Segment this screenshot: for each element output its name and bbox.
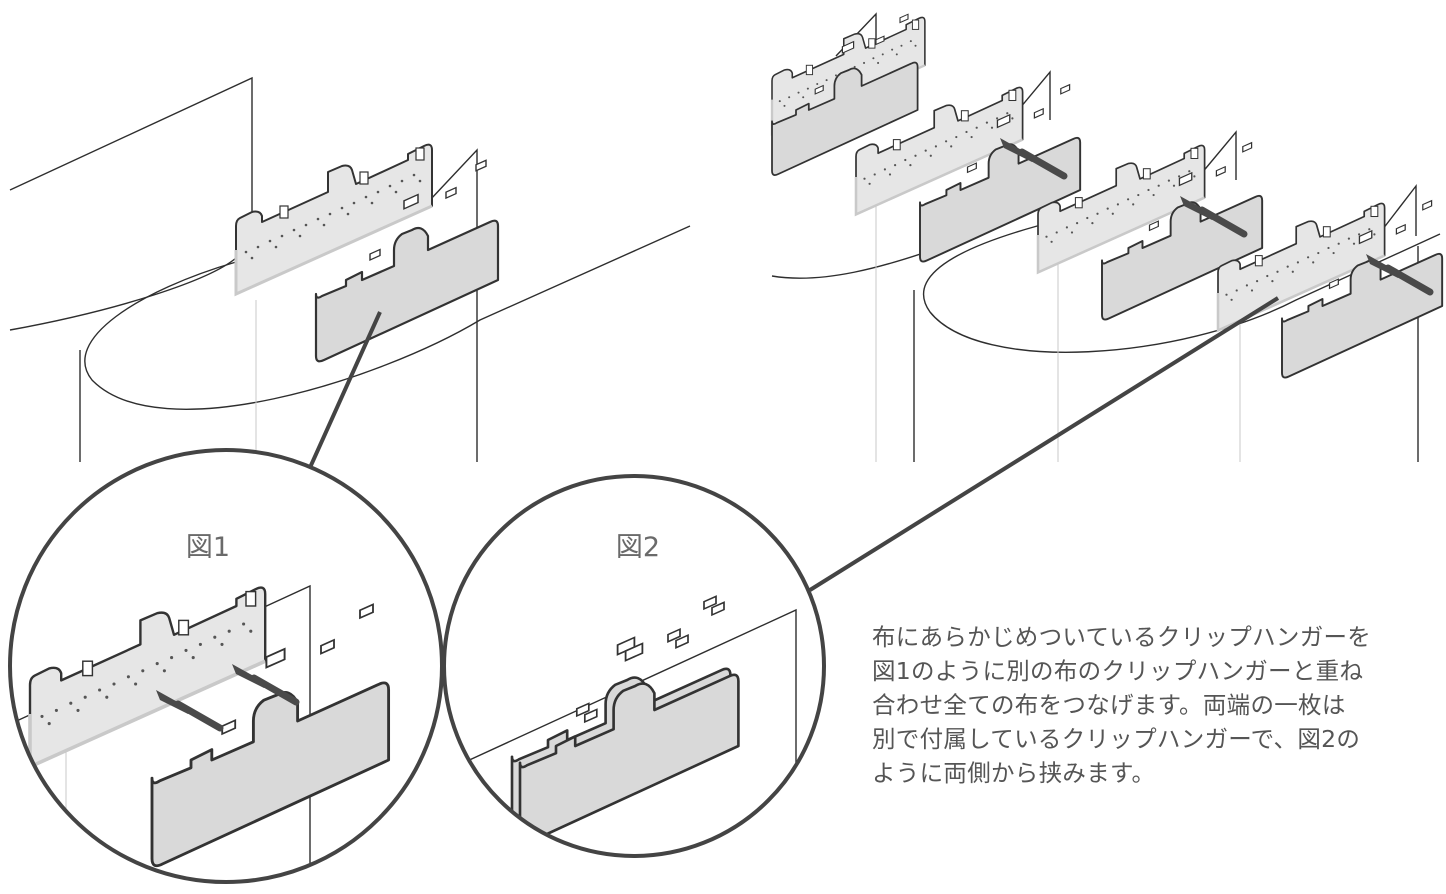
instruction-text: 布にあらかじめついているクリップハンガーを 図1のように別の布のクリップハンガー… bbox=[872, 620, 1438, 790]
overview-right bbox=[770, 12, 1444, 462]
figure-1-label: 図1 bbox=[186, 532, 230, 563]
figure-2: 図2 bbox=[442, 474, 826, 858]
instruction-line: 別で付属しているクリップハンガーで、図2の bbox=[872, 725, 1361, 753]
figure-1: 図1 bbox=[8, 448, 444, 884]
instruction-line: 図1のように別の布のクリップハンガーと重ね bbox=[872, 657, 1364, 685]
figure-2-label: 図2 bbox=[616, 532, 660, 563]
overview-left bbox=[9, 76, 691, 462]
callout-line-fig2 bbox=[808, 296, 1280, 592]
instruction-line: ように両側から挟みます。 bbox=[872, 759, 1156, 787]
instruction-line: 布にあらかじめついているクリップハンガーを bbox=[872, 623, 1372, 651]
instruction-line: 合わせ全ての布をつなげます。両端の一枚は bbox=[872, 691, 1346, 719]
